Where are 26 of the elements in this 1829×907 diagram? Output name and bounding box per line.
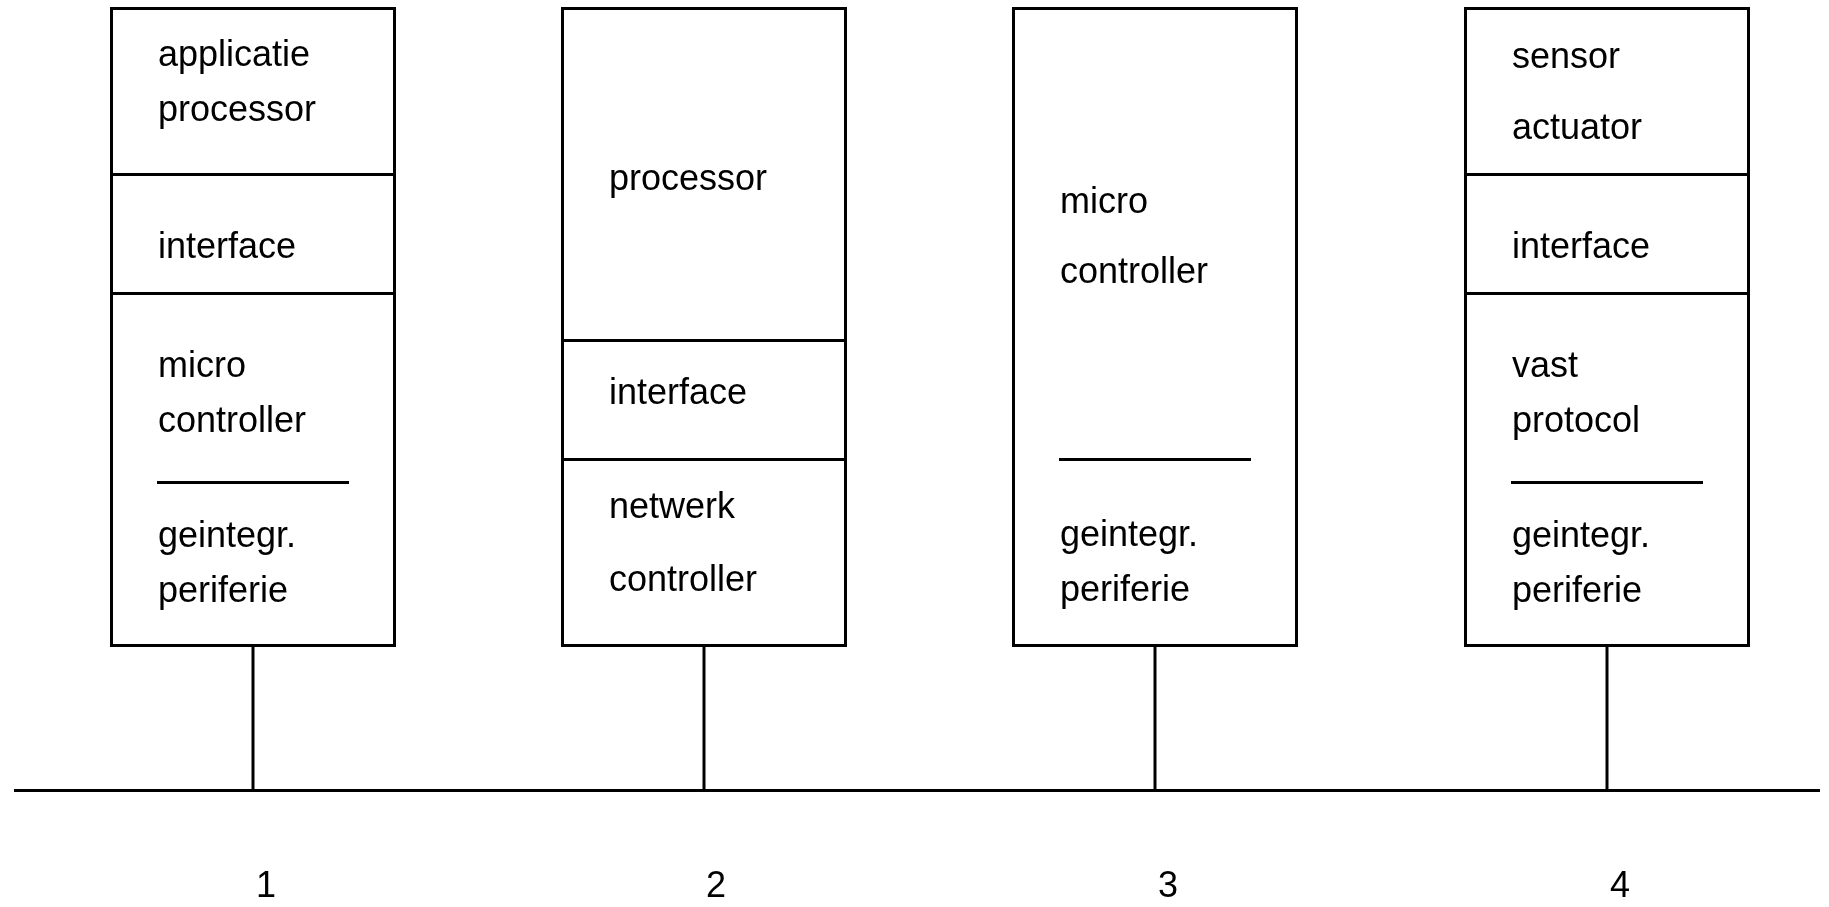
- component-label: sensor actuator: [1512, 34, 1644, 149]
- component-label: netwerk controller: [609, 484, 759, 601]
- module-box: [110, 7, 396, 647]
- component-label: processor: [609, 156, 769, 200]
- module-box: [1012, 7, 1298, 647]
- module-box: [1464, 7, 1750, 647]
- component-label: interface: [158, 224, 298, 268]
- bus-line: [14, 789, 1820, 792]
- component-label: micro controller: [158, 343, 308, 442]
- station-number: 1: [255, 865, 277, 905]
- component-label: geintegr. periferie: [1512, 513, 1652, 612]
- station-number: 4: [1609, 865, 1631, 905]
- station-number: 3: [1157, 865, 1179, 905]
- connector-line: [1153, 647, 1157, 789]
- component-label: micro controller: [1060, 179, 1210, 293]
- component-label: interface: [1512, 224, 1652, 268]
- component-label: vast protocol: [1512, 343, 1642, 442]
- module-box: [561, 7, 847, 647]
- component-label: interface: [609, 370, 749, 414]
- connector-line: [702, 647, 706, 789]
- component-label: geintegr. periferie: [158, 513, 298, 612]
- component-label: geintegr. periferie: [1060, 512, 1200, 611]
- connector-line: [1605, 647, 1609, 789]
- station-number: 2: [705, 865, 727, 905]
- connector-line: [251, 647, 255, 789]
- component-label: applicatie processor: [158, 32, 318, 131]
